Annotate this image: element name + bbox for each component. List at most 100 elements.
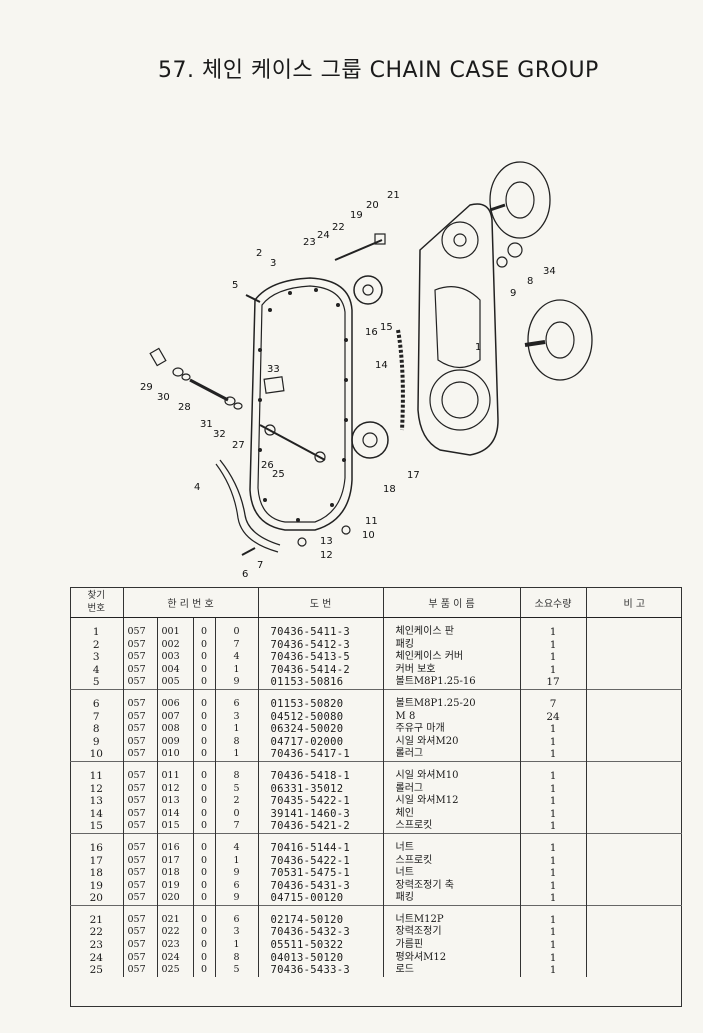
row-number-cell: 10 xyxy=(89,748,103,761)
part-name-cell: 볼트M8P1.25-20 xyxy=(382,697,521,711)
row-number-cell: 25 xyxy=(89,964,103,977)
table-header-row: 찾기 번호 한 리 번 호 도 번 부 품 이 름 소요수량 비 고 xyxy=(70,587,683,618)
header-quantity: 소요수량 xyxy=(519,587,587,618)
part-code-item-cell: 019 xyxy=(156,879,193,893)
row-number-cell: 3 xyxy=(92,651,100,664)
part-name-cell: 커버 보호 xyxy=(382,663,521,677)
drawing-number-cell: 70436-5417-1 xyxy=(257,748,384,762)
drawing-number-cell: 70416-5144-1 xyxy=(257,841,384,855)
row-number-cell: 16 xyxy=(89,841,103,854)
part-code-check-cell: 2 xyxy=(214,795,259,808)
remark-cell xyxy=(585,697,683,711)
part-code-check-cell: 5 xyxy=(214,964,259,977)
part-name-cell: 주유구 마개 xyxy=(382,723,521,736)
part-code-item-cell: 004 xyxy=(156,663,193,677)
quantity-cell: 17 xyxy=(519,676,587,690)
part-code-sub-cell: 0 xyxy=(192,951,215,965)
drawing-number-cell: 70436-5413-5 xyxy=(257,651,384,664)
part-code-item-cell: 016 xyxy=(156,841,193,855)
part-code-group-cell: 057 xyxy=(122,892,157,906)
part-code-group-cell: 057 xyxy=(122,964,157,977)
callout-26: 26 xyxy=(261,460,274,471)
callout-27: 27 xyxy=(232,440,245,451)
callout-29: 29 xyxy=(140,382,153,393)
part-code-group-cell: 057 xyxy=(122,939,157,952)
part-code-sub-cell: 0 xyxy=(192,854,215,868)
part-code-check-cell: 6 xyxy=(214,879,259,893)
callout-23: 23 xyxy=(303,237,316,248)
part-code-sub-cell: 0 xyxy=(192,913,215,927)
part-code-sub-cell: 0 xyxy=(192,782,215,796)
part-code-check-cell: 1 xyxy=(214,939,259,952)
part-code-sub-cell: 0 xyxy=(192,710,215,724)
quantity-cell: 24 xyxy=(519,710,587,724)
exploded-parts-diagram: 1 2 3 4 5 6 7 8 9 10 11 12 13 14 15 16 1… xyxy=(120,150,620,590)
quantity-cell: 1 xyxy=(519,651,587,664)
part-code-sub-cell: 0 xyxy=(192,651,215,664)
quantity-cell: 1 xyxy=(519,854,587,868)
callout-10: 10 xyxy=(362,530,375,541)
part-code-check-cell: 9 xyxy=(214,867,259,880)
remark-cell xyxy=(585,663,683,677)
drawing-number-cell: 01153-50820 xyxy=(257,697,384,711)
drawing-number-cell: 04715-00120 xyxy=(257,892,384,906)
row-number-cell: 7 xyxy=(92,710,100,723)
remark-cell xyxy=(585,651,683,664)
part-code-item-cell: 022 xyxy=(156,926,193,940)
part-code-item-cell: 015 xyxy=(156,820,193,834)
quantity-cell: 1 xyxy=(519,867,587,880)
part-code-sub-cell: 0 xyxy=(192,939,215,952)
part-code-sub-cell: 0 xyxy=(192,723,215,736)
quantity-cell: 1 xyxy=(519,964,587,977)
callout-31: 31 xyxy=(200,419,213,430)
part-code-sub-cell: 0 xyxy=(192,697,215,711)
remark-cell xyxy=(585,841,683,855)
part-name-cell: 시일 와셔M12 xyxy=(382,795,521,808)
row-number-cell: 14 xyxy=(89,807,103,820)
part-code-sub-cell: 0 xyxy=(192,626,215,639)
callout-16: 16 xyxy=(365,327,378,338)
callout-12: 12 xyxy=(320,550,333,561)
part-name-cell: 스프로킷 xyxy=(382,820,521,834)
part-code-item-cell: 023 xyxy=(156,939,193,952)
drawing-number-cell: 39141-1460-3 xyxy=(257,807,384,821)
row-number-cell: 17 xyxy=(89,854,103,867)
row-number-cell: 2 xyxy=(92,638,100,651)
part-code-check-cell: 5 xyxy=(214,782,259,796)
part-code-check-cell: 1 xyxy=(214,854,259,868)
header-no: 찾기 번호 xyxy=(70,587,123,618)
part-code-sub-cell: 0 xyxy=(192,748,215,762)
remark-cell xyxy=(585,748,683,762)
callout-14: 14 xyxy=(375,360,388,371)
remark-cell xyxy=(585,892,683,906)
quantity-cell: 1 xyxy=(519,807,587,821)
row-number-cell: 20 xyxy=(89,892,103,905)
drawing-number-cell: 70436-5412-3 xyxy=(257,638,384,652)
part-code-group-cell: 057 xyxy=(122,626,157,639)
callout-8: 8 xyxy=(527,276,533,287)
row-number-cell: 13 xyxy=(89,795,103,808)
remark-cell xyxy=(585,710,683,724)
part-code-check-cell: 8 xyxy=(214,769,259,783)
quantity-cell: 1 xyxy=(519,913,587,927)
table-frame-left xyxy=(70,587,71,1007)
part-name-cell: 시일 와셔M10 xyxy=(382,769,521,783)
part-code-check-cell: 8 xyxy=(214,735,259,749)
quantity-cell: 1 xyxy=(519,879,587,893)
part-code-group-cell: 057 xyxy=(122,710,157,724)
part-code-check-cell: 7 xyxy=(214,820,259,834)
remark-cell xyxy=(585,820,683,834)
part-code-check-cell: 6 xyxy=(214,697,259,711)
chain-case-cover xyxy=(249,277,353,531)
drawing-number-cell: 06331-35012 xyxy=(257,782,384,796)
part-code-item-cell: 003 xyxy=(156,651,193,664)
part-code-sub-cell: 0 xyxy=(192,841,215,855)
part-code-group-cell: 057 xyxy=(122,841,157,855)
part-code-item-cell: 012 xyxy=(156,782,193,796)
